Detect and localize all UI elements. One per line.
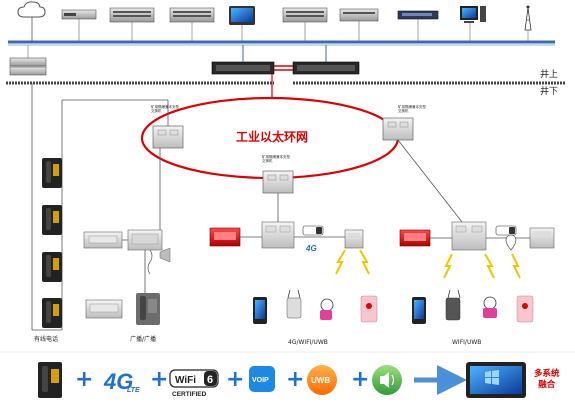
- plus-sign: +: [226, 367, 245, 392]
- tag-icon: [516, 295, 534, 323]
- base-station-icon: [529, 227, 555, 249]
- tag-icon: [360, 295, 378, 323]
- wifi-badge-number: 6: [207, 374, 213, 386]
- voip-badge: VOIP: [249, 366, 275, 392]
- mobile-phone-icon: [253, 297, 267, 324]
- broadcast-box: [83, 231, 123, 249]
- speaker-icon: [159, 247, 171, 263]
- ring-title: 工业以太环网: [236, 130, 309, 144]
- tag-icon: [445, 289, 461, 321]
- ring-switch-bottom: [262, 170, 294, 194]
- tower-icon: [524, 5, 532, 42]
- wifi-badge-certified: CERTIFIED: [172, 391, 207, 398]
- tag-icon: [320, 298, 334, 320]
- computer-icon: [460, 6, 486, 42]
- power-supply-box: [399, 229, 431, 247]
- telephone-caption: 有线电话: [34, 336, 59, 343]
- ring-switch-label-left: 矿用隔爆兼本安型 交换机: [151, 105, 179, 113]
- broadcast-caption: 广播/广播: [130, 336, 157, 343]
- phone-icon: [42, 158, 62, 188]
- tag-icon: [483, 296, 497, 318]
- router-icon: [397, 10, 439, 42]
- broadcast-controller: [127, 229, 163, 251]
- server-icon: [282, 7, 328, 42]
- power-supply-box: [209, 227, 241, 247]
- server-icon: [169, 7, 215, 42]
- wifi-badge-small: [302, 225, 324, 236]
- ring-switch-label-right: 矿用隔爆兼本安型 交换机: [398, 105, 426, 113]
- above-ground-label: 井上: [540, 70, 559, 80]
- base-station-icon: [451, 221, 487, 251]
- ring-switch-right: [382, 117, 414, 141]
- lte-badge-sub: LTE: [127, 387, 140, 394]
- phone-icon: [136, 293, 160, 325]
- wireless-caption-right: WIFI/UWB: [452, 339, 482, 346]
- tag-icon: [286, 289, 302, 319]
- plus-sign: +: [150, 367, 169, 392]
- wifi-badge-text: WiFi: [175, 375, 196, 386]
- phone-icon: [38, 362, 62, 398]
- base-station-icon: [344, 229, 364, 249]
- phone-icon: [42, 205, 62, 235]
- plus-sign: +: [351, 367, 370, 392]
- svg-text:4G: 4G: [305, 244, 317, 253]
- mobile-phone-icon: [412, 297, 426, 324]
- uwb-badge-text: UWB: [311, 376, 330, 385]
- cloud-icon: [17, 1, 46, 42]
- below-ground-label: 井下: [540, 87, 559, 97]
- server-icon: [339, 8, 379, 42]
- ring-switch-label-bottom: 矿用隔爆兼本安型 交换机: [262, 155, 290, 163]
- lte-badge: 4G LTE: [103, 369, 140, 394]
- server-icon: [9, 45, 47, 76]
- speaker-icon: [372, 365, 402, 395]
- phone-icon: [42, 298, 62, 328]
- switch-icon: [211, 45, 275, 75]
- plus-sign: +: [75, 367, 94, 392]
- server-icon: [109, 7, 155, 42]
- phone-icon: [42, 252, 62, 282]
- location-pin-icon: [505, 234, 517, 251]
- lte-badge-main: 4G: [103, 369, 133, 394]
- monitor-icon: [466, 362, 526, 398]
- monitor-icon: [229, 6, 255, 42]
- uwb-badge: UWB: [307, 365, 337, 395]
- wifi-badge-small: [495, 225, 517, 236]
- switch-icon: [292, 45, 360, 75]
- server-icon: [61, 9, 97, 42]
- broadcast-box: [85, 299, 123, 319]
- voip-badge-text: VOIP: [252, 377, 269, 384]
- integration-label: 多系统 融合: [534, 369, 560, 390]
- plus-sign: +: [286, 367, 305, 392]
- base-station-icon: [261, 221, 295, 249]
- ring-switch-left: [152, 125, 184, 149]
- wifi-badge: WiFi 6 CERTIFIED: [169, 369, 219, 398]
- wireless-caption-left: 4G/WIFI/UWB: [288, 339, 328, 346]
